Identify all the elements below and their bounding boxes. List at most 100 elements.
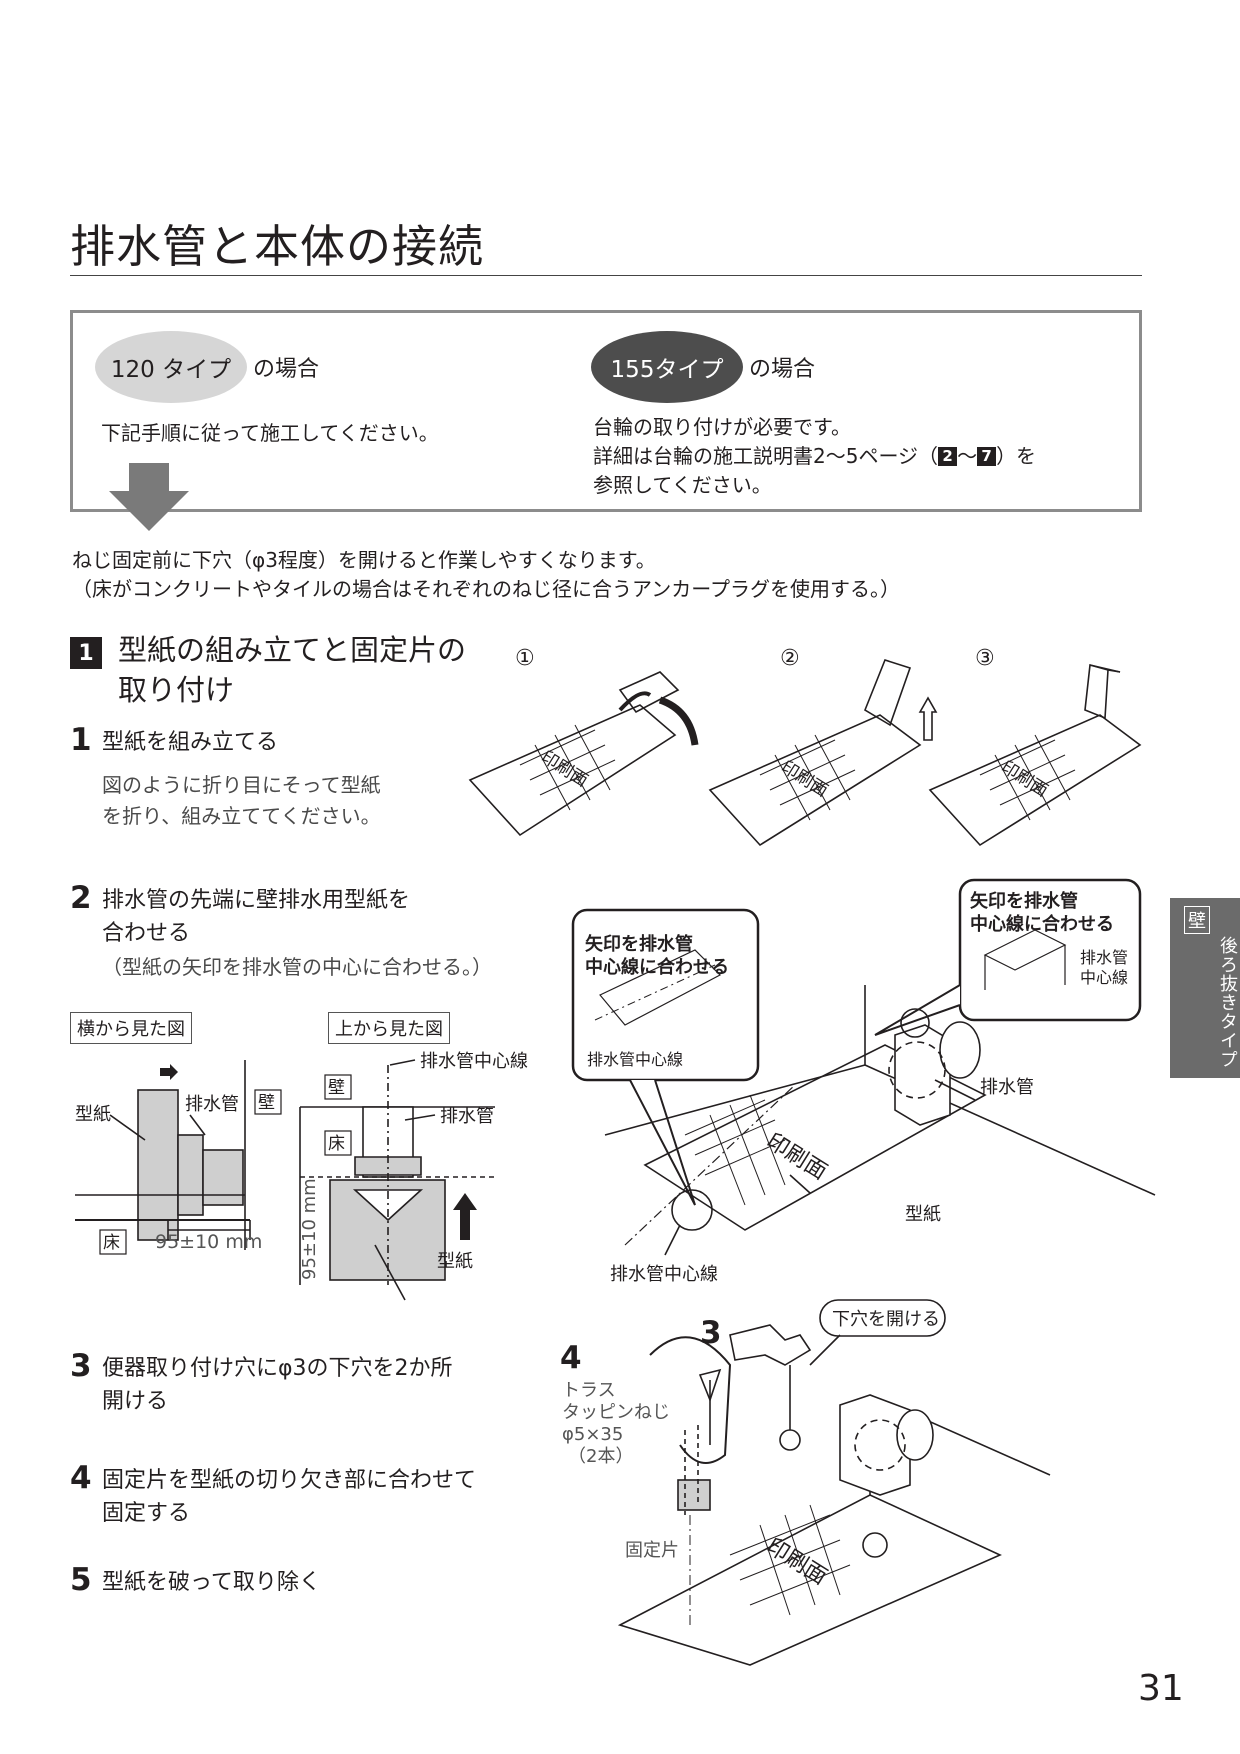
screw-label-1: トラス: [562, 1380, 616, 1401]
step-5-title: 型紙を破って取り除く: [102, 1570, 321, 1595]
type-155-suffix: の場合: [749, 357, 816, 382]
fold-standing-3: [1084, 663, 1109, 720]
iso-paper-label: 型紙: [905, 1204, 941, 1225]
pipe-alignment-illustration: 矢印を排水管 中心線に合わせる 排水管中心線 矢印を排水管 中心線に合わせる 排…: [571, 878, 1156, 1285]
down-arrow-icon: [109, 463, 189, 531]
left-callout-line2: 中心線に合わせる: [585, 956, 729, 978]
step-3-title-line1: 便器取り付け穴にφ3の下穴を2か所: [102, 1356, 453, 1381]
fold-sheet-3: [928, 714, 1142, 847]
step-1-desc: 図のように折り目にそって型紙 を折り、組み立ててください。: [102, 770, 381, 832]
drill-callout: 下穴を開ける: [832, 1309, 940, 1330]
ref-a-badge: 2: [938, 447, 958, 466]
type-120-badge: 120 タイプ: [95, 331, 247, 403]
side-floor-label: 床: [103, 1233, 120, 1253]
step-4-title-line1: 固定片を型紙の切り欠き部に合わせて: [102, 1468, 477, 1493]
fold-curve-arrow-2-icon: [658, 696, 699, 746]
screw-label-4: （2本）: [568, 1446, 633, 1467]
top-paper-label: 型紙: [437, 1251, 473, 1272]
fold-step-3-label: ③: [975, 646, 995, 671]
side-tab-text: 後ろ抜きタイプ: [1217, 936, 1238, 1069]
side-dim-label: 95±10 mm: [155, 1231, 262, 1253]
side-tab: 壁 後ろ抜きタイプ: [1170, 898, 1240, 1078]
section-title-line2: 取り付け: [118, 673, 235, 707]
step-3-title-line2: 開ける: [102, 1389, 169, 1414]
section-title: 型紙の組み立てと固定片の 取り付け: [118, 630, 466, 710]
note-line2: （床がコンクリートやタイルの場合はそれぞれのねじ径に合うアンカープラグを使用する…: [72, 577, 900, 601]
right-callout-center2: 中心線: [1080, 968, 1128, 987]
page-title: 排水管と本体の接続: [70, 220, 485, 273]
top-pipe-label: 排水管: [440, 1106, 494, 1127]
line2-pre: 詳細は台輪の施工説明書2～5ページ（: [593, 444, 939, 468]
top-view-label: 上から見た図: [328, 1012, 450, 1044]
screw-head-icon: [698, 1368, 722, 1403]
iso-pipe-label: 排水管: [980, 1077, 1034, 1098]
fold-sheet-1: [468, 704, 677, 837]
iso-print-face: 印刷面: [762, 1129, 831, 1185]
step-2-title-line1: 排水管の先端に壁排水用型紙を: [102, 888, 411, 913]
type-info-box: 120 タイプ の場合 下記手順に従って施工してください。 155タイプ の場合…: [70, 310, 1142, 512]
print-face-3: 印刷面: [997, 757, 1051, 801]
type-120-suffix: の場合: [253, 357, 320, 382]
fold-sheet-2: [708, 714, 922, 847]
step-2-desc: （型紙の矢印を排水管の中心に合わせる。）: [102, 955, 492, 979]
right-callout-line1: 矢印を排水管: [970, 890, 1078, 912]
step-1-number: 1: [70, 722, 92, 758]
step-2-title: 排水管の先端に壁排水用型紙を 合わせる: [102, 884, 410, 950]
ref-b-badge: 7: [977, 447, 997, 466]
section-title-line1: 型紙の組み立てと固定片の: [118, 633, 467, 667]
fixing-illustration: 3 4 下穴を開ける トラス タッピンねじ φ5×35 （2本） 固定片 印刷面: [560, 1299, 1051, 1666]
print-face-1: 印刷面: [537, 747, 591, 791]
fold-step-2-label: ②: [780, 646, 800, 671]
step-4-title-line2: 固定する: [102, 1501, 191, 1526]
bottom-step-4: 4: [560, 1340, 582, 1376]
top-up-arrow-icon: [453, 1193, 477, 1240]
type-155-text: 台輪の取り付けが必要です。 詳細は台輪の施工説明書2～5ページ（2～7）を 参照…: [593, 413, 1036, 500]
step-1-title: 型紙を組み立てる: [102, 730, 279, 755]
title-rule: [70, 275, 1142, 276]
step-3-title: 便器取り付け穴にφ3の下穴を2か所 開ける: [102, 1352, 453, 1418]
step-3-number: 3: [70, 1348, 92, 1384]
top-floor-label: 床: [328, 1134, 345, 1154]
fold-flap-2: [864, 659, 912, 727]
screw-label-2: タッピンねじ: [562, 1402, 670, 1423]
page-number: 31: [1138, 1668, 1184, 1709]
step-4-title: 固定片を型紙の切り欠き部に合わせて 固定する: [102, 1464, 476, 1530]
step-2-number: 2: [70, 880, 92, 916]
fold-step-1-label: ①: [515, 646, 535, 671]
step-2-title-line2: 合わせる: [102, 921, 191, 946]
top-dim-label: 95±10 mm: [299, 1178, 320, 1280]
side-view-diagram: 型紙 排水管 壁 床 95±10 mm: [75, 1060, 282, 1255]
top-wall-label: 壁: [328, 1078, 345, 1098]
step-1-desc-line2: を折り、組み立ててください。: [102, 804, 381, 828]
step-1-desc-line1: 図のように折り目にそって型紙: [102, 773, 381, 797]
left-callout-line1: 矢印を排水管: [585, 933, 693, 955]
line2-post: ）を: [996, 444, 1037, 468]
right-callout-line2: 中心線に合わせる: [970, 913, 1114, 935]
drill-icon: [729, 1324, 812, 1366]
type-155-line1: 台輪の取り付けが必要です。: [593, 415, 851, 439]
type-155-badge: 155タイプ: [591, 331, 743, 403]
note-line1: ねじ固定前に下穴（φ3程度）を開けると作業しやすくなります。: [72, 548, 656, 572]
section-number: 1: [70, 637, 102, 669]
side-pipe-label: 排水管: [185, 1094, 239, 1115]
screw-label-3: φ5×35: [562, 1424, 623, 1445]
print-face-2: 印刷面: [777, 757, 831, 801]
bottom-step-3: 3: [700, 1315, 722, 1351]
fold-curve-arrow-1-icon: [618, 691, 652, 712]
fold-illustrations: ① ② ③ 印刷面 印刷面 印刷面: [468, 646, 1142, 847]
side-paper-label: 型紙: [75, 1104, 111, 1125]
side-wall-label: 壁: [258, 1093, 275, 1113]
type-155-line3: 参照してください。: [593, 473, 772, 497]
side-tab-kanji: 壁: [1184, 906, 1210, 934]
step-5-number: 5: [70, 1562, 92, 1598]
type-155-line2: 詳細は台輪の施工説明書2～5ページ（2～7）を: [593, 442, 1036, 471]
step-4-number: 4: [70, 1460, 92, 1496]
fixer-label: 固定片: [625, 1540, 679, 1561]
pilot-hole-note: ねじ固定前に下穴（φ3程度）を開けると作業しやすくなります。 （床がコンクリート…: [72, 546, 900, 604]
fold-flap-1: [618, 671, 680, 714]
right-callout-center1: 排水管: [1080, 948, 1128, 967]
iso-center-label: 排水管中心線: [610, 1264, 718, 1285]
top-center-label: 排水管中心線: [420, 1051, 528, 1072]
side-right-arrow-icon: [160, 1064, 178, 1080]
top-view-diagram: 壁 床 排水管中心線 排水管 型紙 95±10 mm: [299, 1051, 528, 1301]
